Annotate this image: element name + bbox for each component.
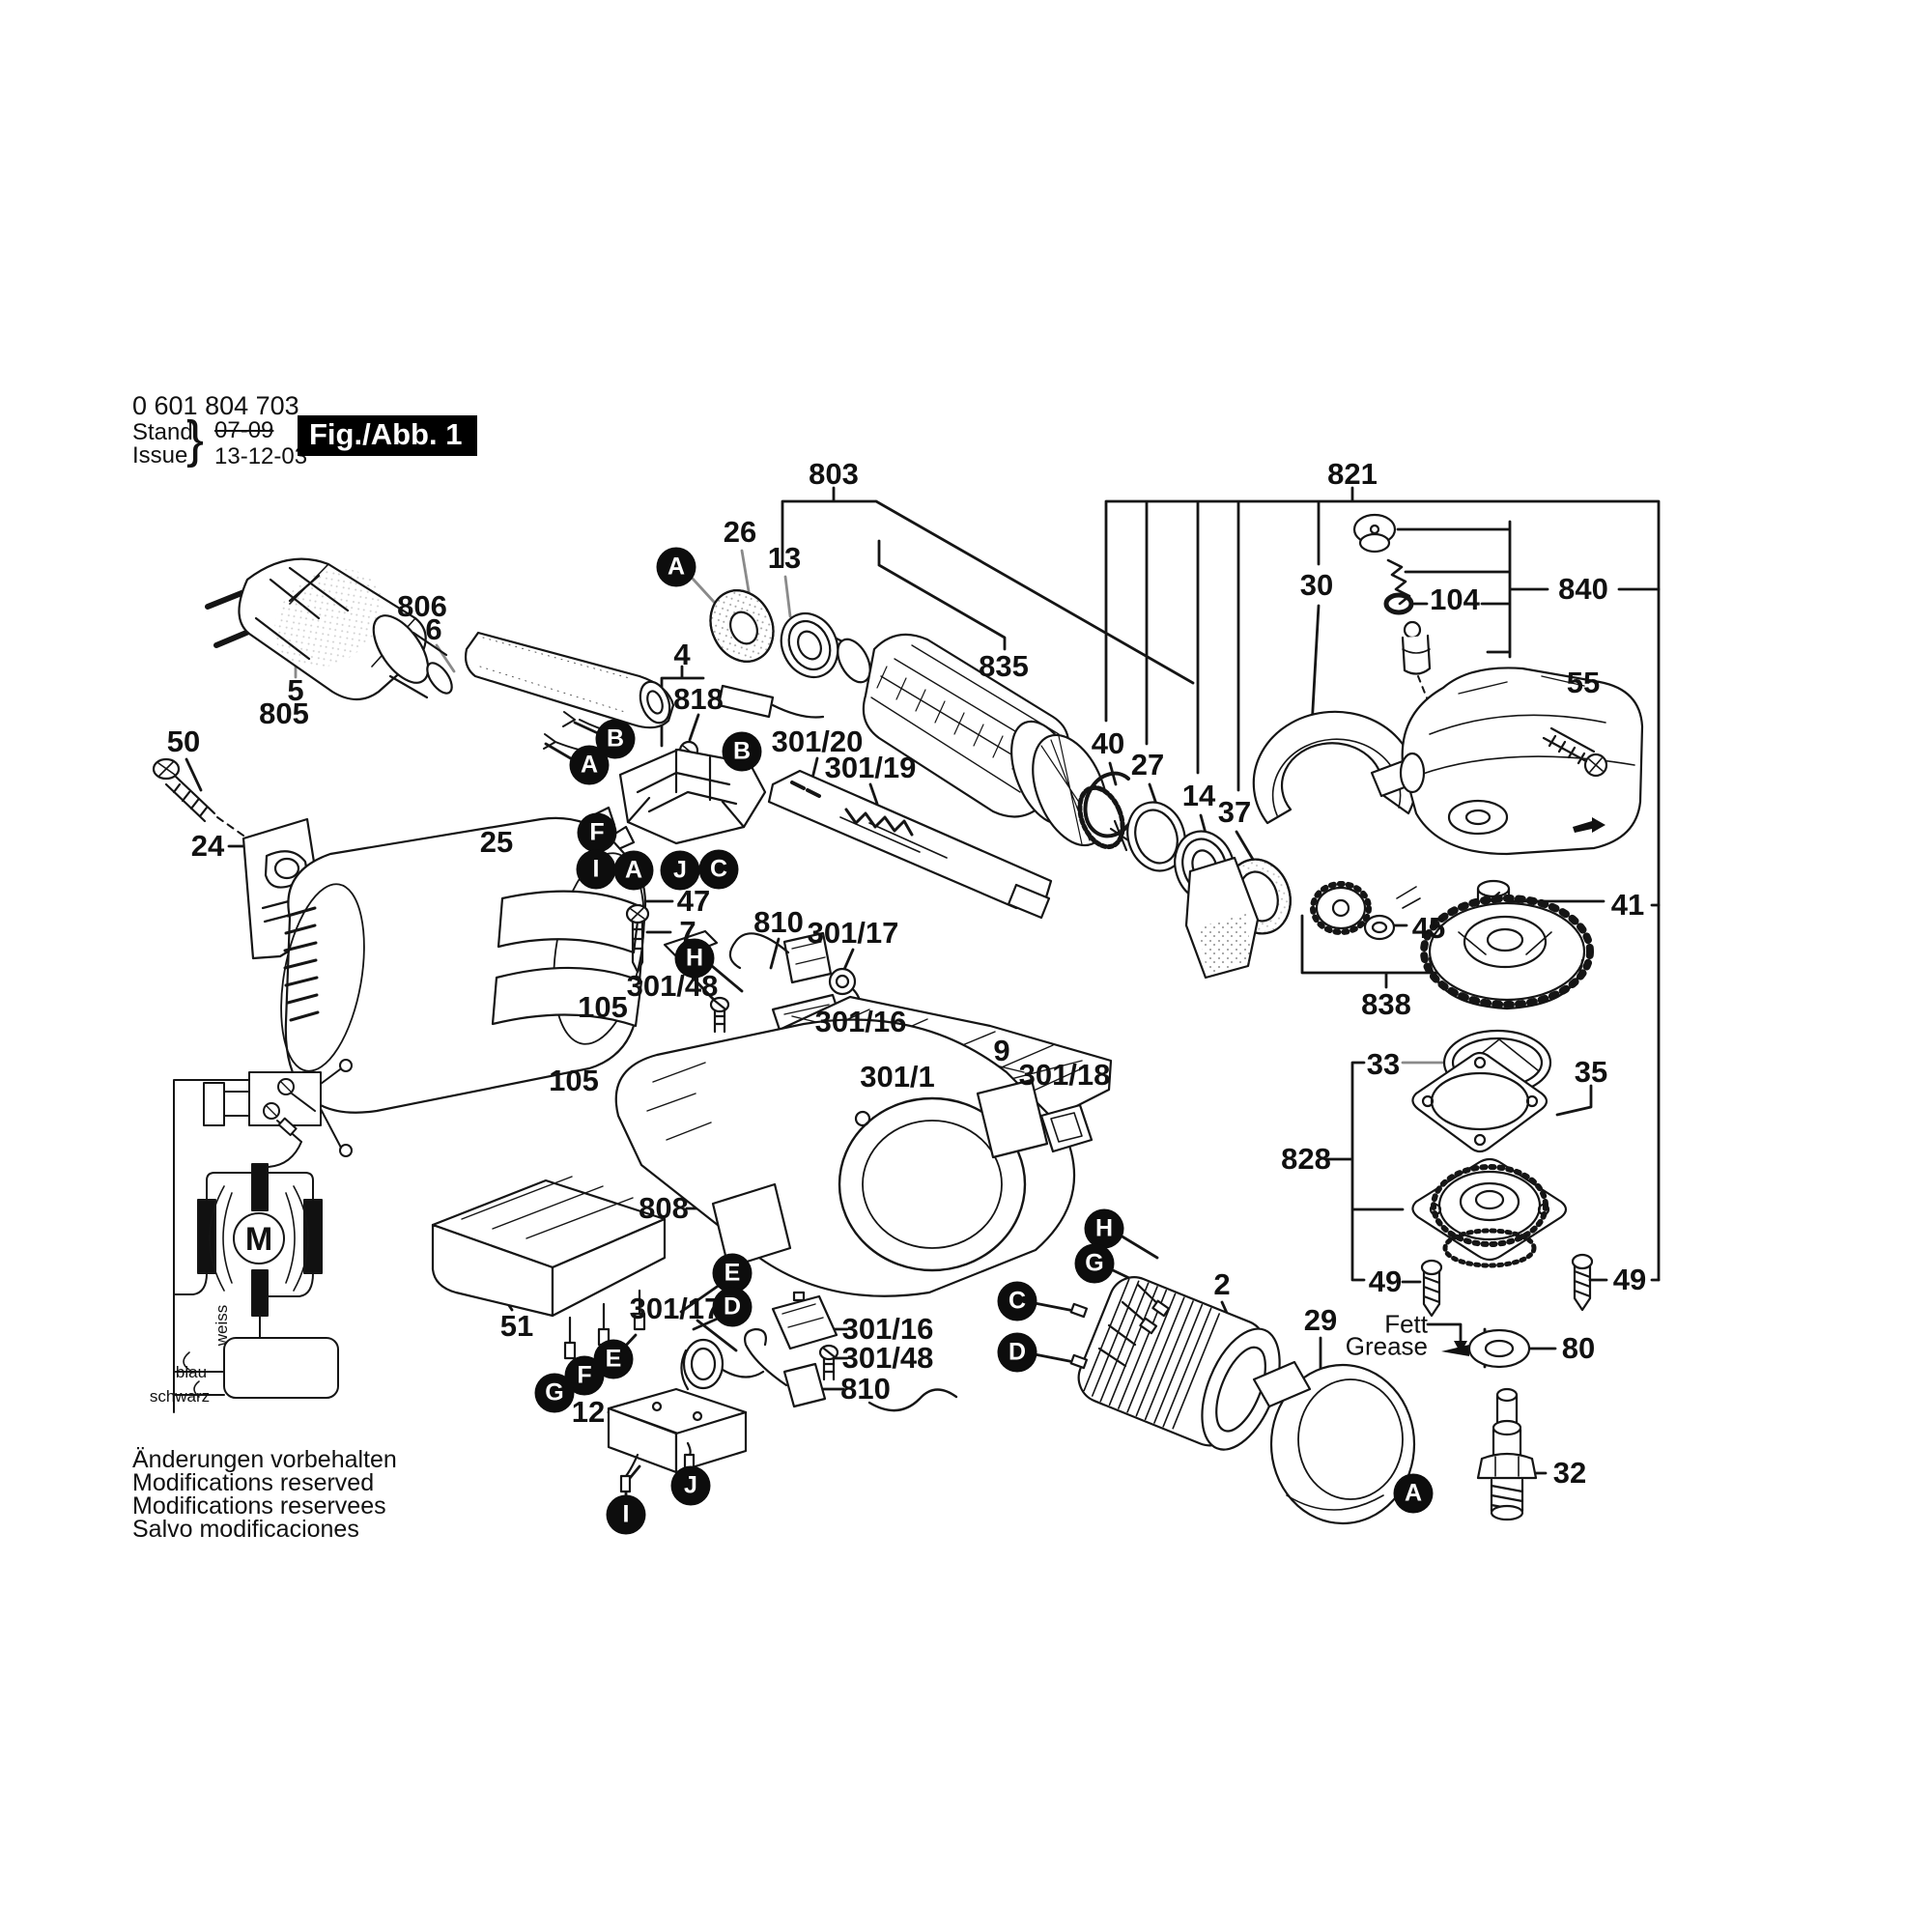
bearing-flange-828 bbox=[1411, 1157, 1568, 1268]
mains-plug bbox=[205, 557, 453, 701]
screw-49-left bbox=[1420, 1259, 1443, 1318]
screw-301-48-upper bbox=[709, 996, 730, 1034]
switch-301-16-lower bbox=[771, 1291, 838, 1350]
end-cover-29 bbox=[1252, 1360, 1416, 1525]
field-housing-25 bbox=[280, 816, 647, 1114]
screw-55 bbox=[1542, 726, 1608, 778]
slider-bar bbox=[767, 769, 1053, 920]
bearing-13 bbox=[780, 611, 839, 679]
wiring-schematic bbox=[173, 1059, 353, 1413]
label-plate-808 bbox=[711, 1182, 792, 1269]
carbon-brush-810-lower bbox=[744, 1327, 827, 1408]
screw-49-right bbox=[1571, 1253, 1594, 1312]
gear-housing bbox=[1399, 667, 1644, 856]
screw-47 bbox=[625, 903, 650, 974]
pinion-45-group bbox=[1310, 881, 1421, 941]
washer-27 bbox=[1126, 801, 1186, 872]
motor-symbol: M bbox=[245, 1221, 272, 1258]
wheel-guard-30 bbox=[1252, 710, 1417, 825]
screw-50 bbox=[152, 757, 216, 823]
baffle-105-b bbox=[491, 966, 643, 1028]
felt-ring-26 bbox=[709, 589, 775, 663]
suppressor-12 bbox=[607, 1387, 748, 1493]
lead-wire-loop bbox=[867, 1388, 958, 1412]
stator-2 bbox=[1069, 1276, 1281, 1451]
switch-assembly-4 bbox=[587, 740, 767, 852]
air-deflector bbox=[1184, 856, 1260, 980]
snap-ring-40 bbox=[1083, 771, 1134, 838]
gasket-35 bbox=[1411, 1051, 1548, 1153]
spring-301-19 bbox=[844, 808, 914, 837]
slider-knob-301-18 bbox=[1039, 1103, 1094, 1153]
washer-80 bbox=[1467, 1328, 1531, 1369]
sticker-9 bbox=[976, 1078, 1049, 1159]
cover-51 bbox=[431, 1176, 667, 1360]
carbon-brush-810-upper bbox=[728, 931, 833, 984]
capacitor-301-17-lower bbox=[680, 1338, 765, 1391]
cord-protector bbox=[464, 631, 825, 754]
lock-knob-group bbox=[1352, 513, 1432, 675]
ring-gear-838 bbox=[1420, 895, 1594, 1010]
spindle-32 bbox=[1476, 1387, 1538, 1521]
clamp-7 bbox=[663, 929, 719, 960]
armature-835 bbox=[798, 622, 1136, 852]
screw-301-48-lower bbox=[818, 1344, 839, 1381]
